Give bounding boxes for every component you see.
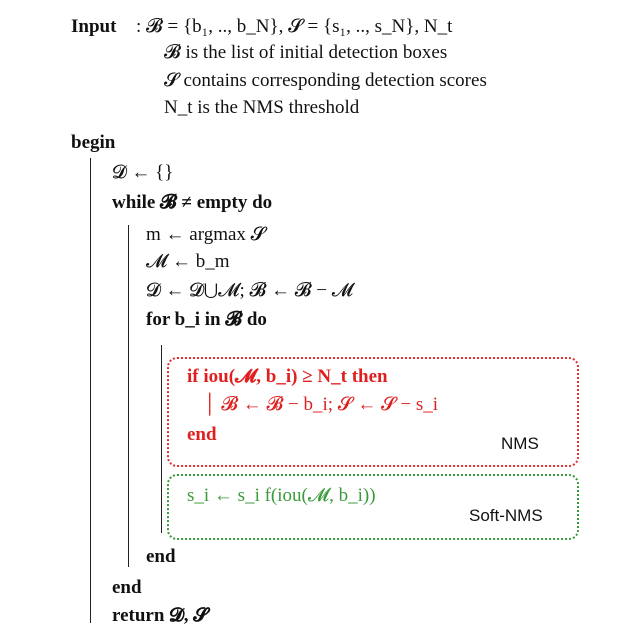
nms-remove-line: │ 𝓑 ← 𝓑 − b_i; 𝓢 ← 𝓢 − s_i (203, 394, 439, 415)
nms-remove-text: 𝓑 ← 𝓑 − b_i; 𝓢 ← 𝓢 − s_i (221, 394, 439, 415)
input-keyword: Input (71, 16, 117, 37)
return-line: return 𝓓, 𝓢 (112, 605, 208, 626)
nms-box (167, 357, 579, 467)
for-loop-header: for b_i in 𝓑 do (146, 309, 267, 330)
argmax-line: m ← argmax 𝓢 (146, 224, 266, 245)
select-max-box: 𝓜 ← b_m (146, 251, 230, 272)
for-scope-line (161, 345, 162, 533)
begin-keyword: begin (71, 132, 116, 153)
init-detections: 𝓓 ← {} (112, 162, 174, 183)
end-while: end (112, 577, 142, 598)
while-loop-header: while 𝓑 ≠ empty do (112, 192, 273, 213)
input-description-boxes: 𝓑 is the list of initial detection boxes (164, 42, 448, 63)
soft-nms-box (167, 474, 579, 540)
begin-scope-line (90, 158, 91, 623)
soft-nms-label: Soft-NMS (469, 506, 543, 525)
input-description-threshold: N_t is the NMS threshold (164, 97, 360, 118)
nms-if-line: if iou(𝓜, b_i) ≥ N_t then (187, 366, 388, 387)
update-sets: 𝓓 ← 𝓓⋃𝓜; 𝓑 ← 𝓑 − 𝓜 (146, 280, 353, 301)
end-for: end (146, 546, 176, 567)
input-formula: : 𝓑 = {b₁, .., b_N}, 𝓢 = {s₁, .., s_N}, … (136, 16, 453, 37)
soft-nms-update-line: s_i ← s_i f(iou(𝓜, b_i)) (187, 485, 376, 506)
nms-label: NMS (501, 434, 539, 453)
while-scope-line (128, 225, 129, 567)
nms-end-if: end (187, 424, 217, 445)
input-description-scores: 𝓢 contains corresponding detection score… (164, 70, 487, 91)
